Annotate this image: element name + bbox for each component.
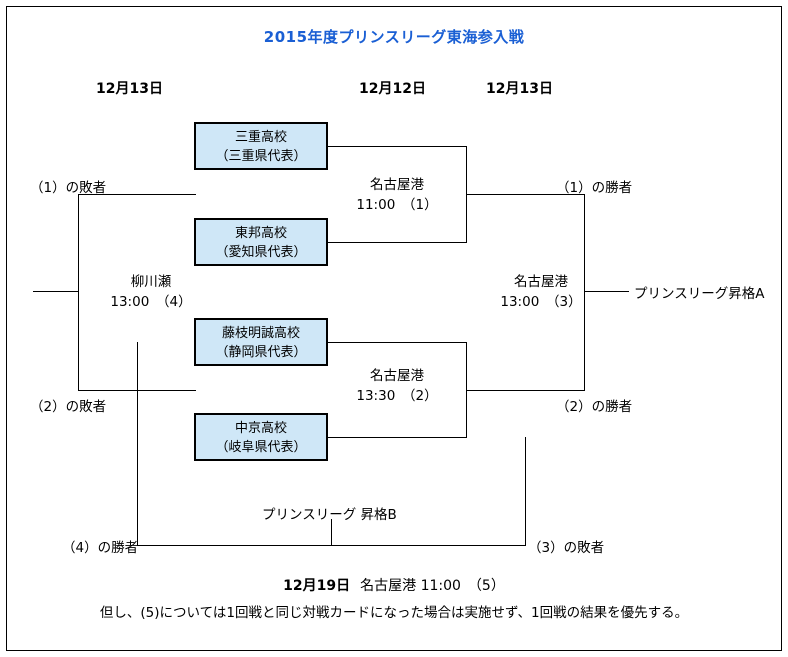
label-promotion-a: プリンスリーグ昇格A xyxy=(634,286,765,302)
match-venue: 柳川瀬 xyxy=(130,274,172,290)
bracket-line-fujieda-to-match2 xyxy=(328,342,466,343)
match-time: 13:30 （2） xyxy=(356,388,438,405)
match-label-1: 名古屋港 11:00 （1） xyxy=(335,175,459,216)
label-promotion-b: プリンスリーグ 昇格B xyxy=(262,507,397,523)
label-winner-of-match1: （1）の勝者 xyxy=(556,180,633,196)
match-venue: 名古屋港 xyxy=(370,368,424,384)
bracket-line-toho-to-match1 xyxy=(328,242,466,243)
match-venue: 名古屋港 xyxy=(370,177,424,193)
page-border xyxy=(6,6,782,651)
bracket-line-final-to-promotion-a xyxy=(584,291,629,292)
match-time: 13:00 （3） xyxy=(500,294,582,311)
label-winner-of-match2: （2）の勝者 xyxy=(556,399,633,415)
team-box-mie[interactable]: 三重高校 （三重県代表） xyxy=(194,122,328,170)
label-loser-of-match3: （3）の敗者 xyxy=(528,540,605,556)
team-representative: （愛知県代表） xyxy=(215,244,307,260)
label-loser-of-match1: （1）の敗者 xyxy=(30,180,107,196)
bracket-stub-promotion-b xyxy=(331,519,332,545)
footer-match5-info: 12月19日名古屋港 11:00 （5） xyxy=(0,575,788,595)
team-representative: （三重県代表） xyxy=(215,148,307,164)
footer-match5-date: 12月19日 xyxy=(283,578,351,594)
bracket-line-loser1-to-match4 xyxy=(78,194,196,195)
team-box-chukyo[interactable]: 中京高校 （岐阜県代表） xyxy=(194,413,328,461)
team-box-fujieda-meisei[interactable]: 藤枝明誠高校 （静岡県代表） xyxy=(194,318,328,366)
match-time: 11:00 （1） xyxy=(356,197,438,214)
bracket-connector-winner4-down xyxy=(137,342,138,545)
match-label-4: 柳川瀬 13:00 （4） xyxy=(86,272,216,313)
footer-match5-venue-time: 名古屋港 11:00 （5） xyxy=(360,578,505,594)
bracket-line-mie-to-match1 xyxy=(328,146,466,147)
bracket-line-winner1-to-final xyxy=(466,194,584,195)
page-title: 2015年度プリンスリーグ東海参入戦 xyxy=(263,28,525,46)
team-representative: （岐阜県代表） xyxy=(215,439,307,455)
match-time: 13:00 （4） xyxy=(110,294,192,311)
match-label-2: 名古屋港 13:30 （2） xyxy=(335,366,459,407)
match-venue: 名古屋港 xyxy=(514,274,568,290)
label-winner-of-match4: （4）の勝者 xyxy=(62,540,139,556)
team-name: 中京高校 xyxy=(234,421,287,436)
bracket-line-winner2-to-final xyxy=(466,390,584,391)
footer-note: 但し、(5)については1回戦と同じ対戦カードになった場合は実施せず、1回戦の結果… xyxy=(99,605,689,621)
team-box-toho[interactable]: 東邦高校 （愛知県代表） xyxy=(194,218,328,266)
match-label-3: 名古屋港 13:00 （3） xyxy=(476,272,606,313)
bracket-line-match4-out xyxy=(33,291,78,292)
team-name: 三重高校 xyxy=(234,130,287,145)
date-header-left: 12月13日 xyxy=(96,81,163,97)
label-loser-of-match2: （2）の敗者 xyxy=(30,399,107,415)
bracket-connector-loser3-down xyxy=(525,437,526,545)
bracket-connector-final xyxy=(584,194,585,391)
team-representative: （静岡県代表） xyxy=(215,344,307,360)
date-header-right: 12月13日 xyxy=(486,81,553,97)
team-name: 東邦高校 xyxy=(234,226,287,241)
date-header-middle: 12月12日 xyxy=(359,81,426,97)
team-name: 藤枝明誠高校 xyxy=(221,326,300,341)
bracket-line-promotion-b xyxy=(137,545,526,546)
bracket-line-chukyo-to-match2 xyxy=(328,437,466,438)
bracket-connector-match4 xyxy=(78,194,79,391)
